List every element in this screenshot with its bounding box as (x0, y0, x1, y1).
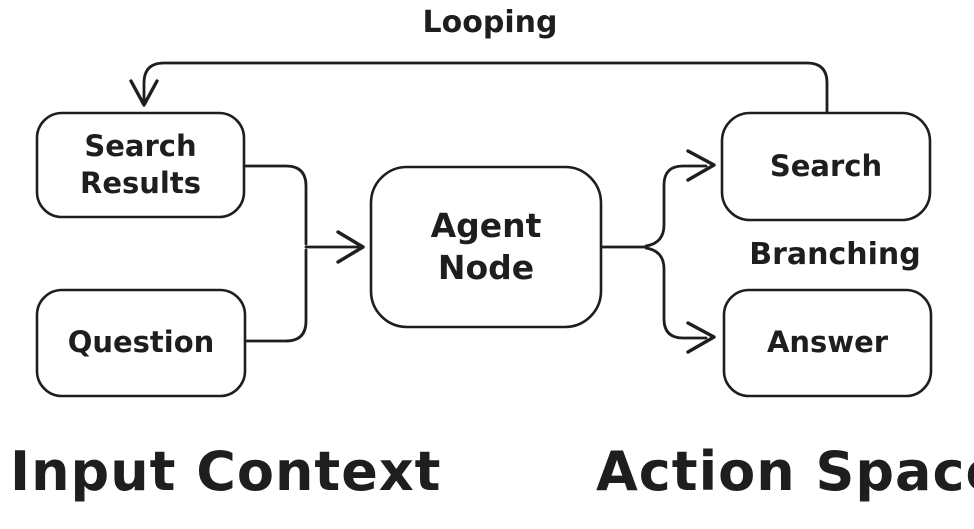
edge-question-to-merge (245, 248, 308, 343)
action-space-caption: Action Space (596, 440, 974, 503)
edge-branch-to-answer (644, 246, 708, 340)
arrowhead-into-search (686, 149, 716, 182)
edge-looping (142, 61, 829, 114)
branching-label: Branching (749, 237, 921, 272)
node-question-label: Question (37, 290, 245, 396)
node-answer-box (722, 288, 933, 398)
node-answer-label: Answer (724, 290, 931, 396)
agent-node-line2: Node (437, 248, 535, 287)
node-search-label: Search (722, 113, 930, 220)
agent-node-line1: Agent (430, 205, 542, 245)
arrowhead-into-agent-node (336, 230, 365, 264)
search-text: Search (769, 148, 883, 183)
edge-branch-to-search (644, 164, 708, 248)
search-results-line1: Search (84, 128, 197, 163)
edge-search-results-to-merge (243, 164, 308, 246)
answer-text: Answer (766, 325, 889, 360)
looping-label: Looping (422, 5, 558, 40)
node-agent-node-box (369, 165, 603, 329)
arrowhead-into-search-results (129, 79, 159, 107)
node-agent-node-label: Agent Node (371, 167, 601, 327)
node-search-box (720, 111, 932, 222)
arrowhead-into-answer (686, 321, 716, 354)
search-results-line2: Results (80, 166, 201, 200)
node-search-results-label: Search Results (37, 113, 244, 217)
node-question-box (35, 288, 247, 398)
node-search-results-box (35, 111, 246, 219)
question-text: Question (67, 325, 215, 360)
input-context-caption: Input Context (10, 440, 442, 503)
